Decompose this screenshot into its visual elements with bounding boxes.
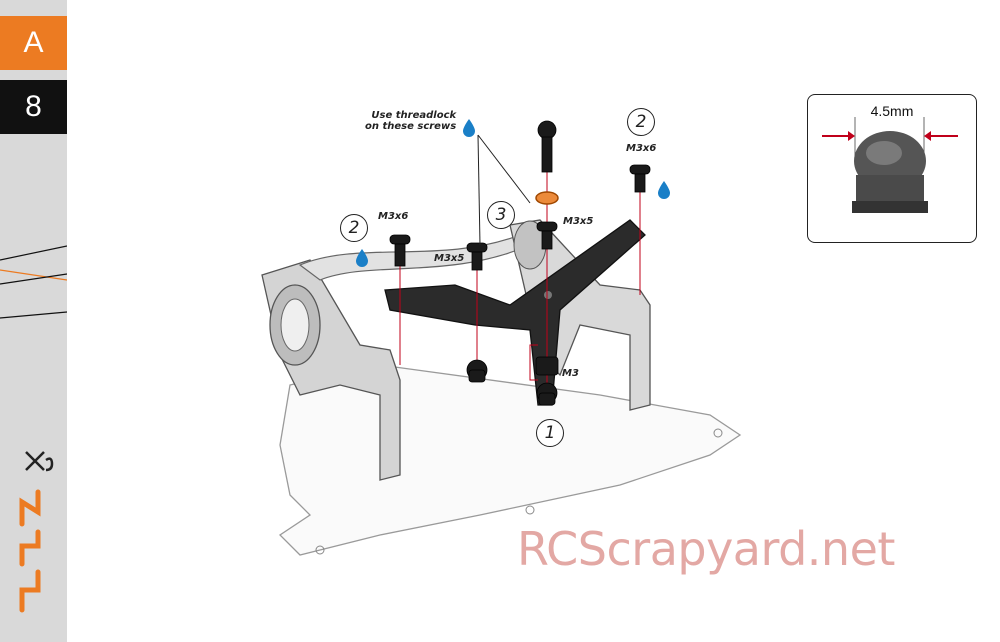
label-m3x5-center-right: M3x5: [563, 216, 594, 227]
threadlock-note: Use threadlock on these screws: [365, 110, 456, 132]
sidebar-decorative-lines: [0, 245, 67, 319]
threadlock-drop-icon: [356, 249, 368, 267]
threadlock-drop-icon: [658, 181, 670, 199]
chassis-hole: [315, 545, 325, 555]
label-m3-nut: M3: [562, 368, 579, 379]
ball-dimension-drawing: [822, 117, 958, 213]
xray-x3-logo-icon: [19, 451, 54, 613]
ball-pivot-bottom: [536, 382, 558, 406]
assembly-diagram: [261, 120, 742, 556]
screw-m3x5-center-left: [466, 242, 488, 271]
label-m3x6-left: M3x6: [378, 211, 409, 222]
screw-m3x6-left: [389, 234, 411, 267]
orange-shim: [535, 191, 559, 205]
watermark-text: RCScrapyard.net: [517, 522, 895, 576]
dimension-label: 4.5mm: [870, 103, 914, 119]
threadlock-note-line1: Use threadlock: [371, 110, 457, 121]
step-callout-1: 1: [536, 419, 564, 447]
label-m3x6-right: M3x6: [626, 143, 657, 154]
ball-dimension-inset: 4.5mm: [807, 94, 977, 243]
sidebar: A 8: [0, 0, 67, 642]
step-callout-2-left: 2: [340, 214, 368, 242]
section-letter-tab: A: [0, 16, 67, 70]
threadlock-drop-icon: [463, 119, 475, 137]
threadlock-note-line2: on these screws: [365, 121, 457, 132]
ball-stud: [537, 120, 557, 173]
nut-m3: [535, 356, 559, 376]
alignment-guides: [399, 135, 641, 395]
label-m3x5-center-left: M3x5: [434, 253, 465, 264]
screw-m3x6-right: [629, 164, 651, 193]
chassis-hole: [713, 428, 723, 438]
ball-pivot-lower: [466, 359, 488, 383]
step-callout-3: 3: [487, 201, 515, 229]
step-number-tab: 8: [0, 80, 67, 134]
step-callout-2-right: 2: [627, 108, 655, 136]
chassis-hole: [525, 505, 535, 515]
top-arm: [298, 234, 532, 281]
screw-m3x5-center-right: [536, 221, 558, 250]
